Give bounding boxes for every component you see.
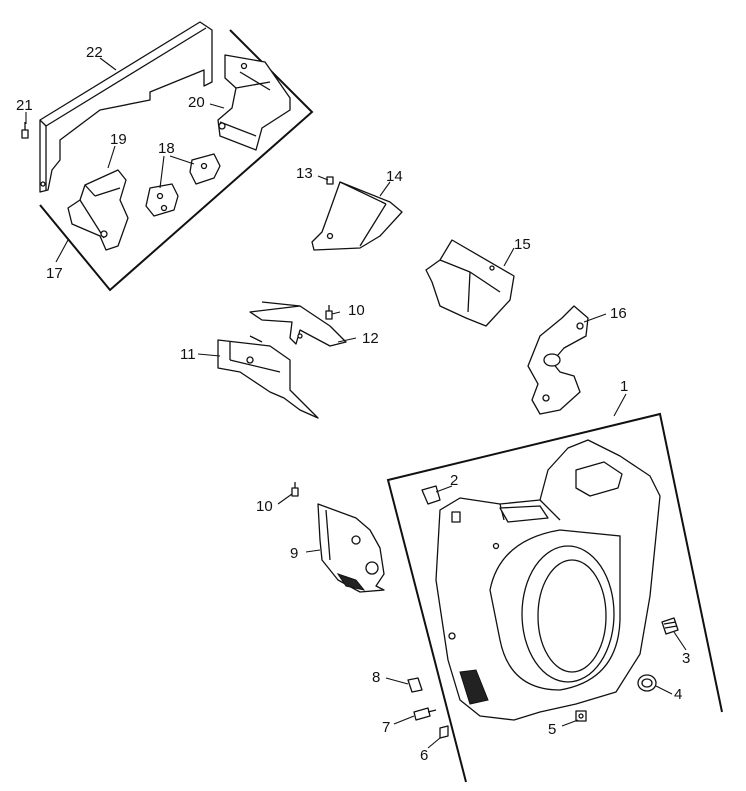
callout-11: 11 [180,346,196,363]
part-4-grommet [637,674,657,692]
part-11-shroud-plate [217,335,319,419]
callout-21: 21 [16,97,33,114]
callout-20: 20 [188,94,205,111]
part-22-shroud-panel [39,21,213,193]
callout-7: 7 [382,719,390,736]
callout-19: 19 [110,131,127,148]
callout-12: 12 [362,330,379,347]
part-5-nut [575,710,587,722]
part-2-clip [421,485,441,505]
part-15-duct [425,239,515,327]
part-14-plate [311,181,403,251]
part-9-side-bracket [317,503,385,593]
callout-10-upper: 10 [348,302,365,319]
callout-1: 1 [620,378,628,395]
part-19-bracket [67,169,129,251]
part-13-screw [326,176,334,185]
part-10-screw-upper [325,305,333,320]
callout-2: 2 [450,472,458,489]
part-20-bracket [217,54,291,151]
part-18-plates [145,153,221,217]
callout-5: 5 [548,721,556,738]
callout-3: 3 [682,650,690,667]
part-7-stud [413,707,437,721]
callout-13: 13 [296,165,313,182]
callout-9: 9 [290,545,298,562]
part-16-bracket [527,305,589,415]
callout-4: 4 [674,686,682,703]
part-8-screw [407,677,423,693]
callout-labels: 22 21 20 19 18 17 13 14 15 16 10 12 11 1… [16,44,690,764]
part-6-bolt [439,725,449,739]
callout-14: 14 [386,168,403,185]
frame-group-1 [386,412,723,783]
callout-15: 15 [514,236,531,253]
callout-8: 8 [372,669,380,686]
callout-17: 17 [46,265,63,282]
leader-lines [25,57,687,749]
callout-6: 6 [420,747,428,764]
callout-18: 18 [158,140,175,157]
part-10-screw-lower [291,482,299,497]
part-21-screw [21,122,29,139]
callout-22: 22 [86,44,103,61]
callout-10-lower: 10 [256,498,273,515]
callout-16: 16 [610,305,627,322]
part-12-bracket [249,301,347,347]
part-3-spring [661,617,679,635]
part-1-blower-housing [435,439,661,721]
